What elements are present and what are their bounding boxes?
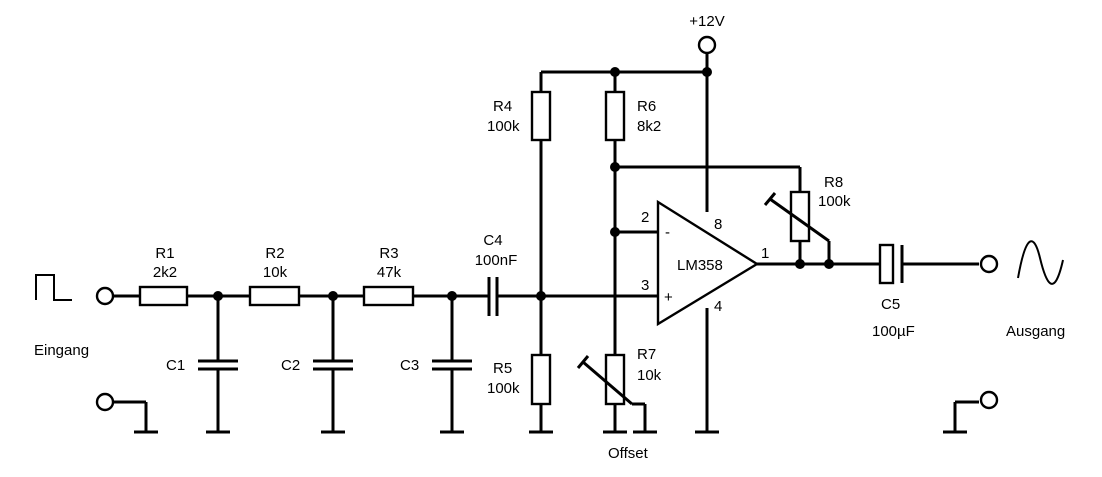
input-terminal <box>95 286 115 306</box>
output-label: Ausgang <box>1006 323 1065 340</box>
sine-wave-icon <box>1017 240 1064 285</box>
r3-name: R3 <box>379 245 398 262</box>
pin-3-label: 3 <box>641 277 649 294</box>
output-terminal <box>979 254 999 274</box>
r5-name: R5 <box>493 360 512 377</box>
pin-2-label: 2 <box>641 209 649 226</box>
r4-value: 100k <box>487 118 520 135</box>
c5-value: 100µF <box>872 323 915 340</box>
resistor-r4 <box>530 90 552 142</box>
resistor-r6 <box>604 90 626 142</box>
c3-name: C3 <box>400 357 419 374</box>
wires <box>113 53 979 434</box>
opamp-name: LM358 <box>677 257 723 274</box>
c5-name: C5 <box>881 296 900 313</box>
c2-name: C2 <box>281 357 300 374</box>
r1-name: R1 <box>155 245 174 262</box>
supply-label: +12V <box>689 13 724 30</box>
potentiometer-r7 <box>576 353 633 406</box>
square-wave-icon <box>35 274 72 301</box>
capacitor-c3 <box>432 359 472 371</box>
r6-name: R6 <box>637 98 656 115</box>
capacitor-c1 <box>198 359 238 371</box>
r2-name: R2 <box>265 245 284 262</box>
pin-4-label: 4 <box>714 298 722 315</box>
c4-name: C4 <box>483 232 502 249</box>
r3-value: 47k <box>377 264 402 281</box>
r7-name: R7 <box>637 346 656 363</box>
r5-value: 100k <box>487 380 520 397</box>
resistor-r2 <box>248 285 301 307</box>
output-ground-terminal <box>979 390 999 410</box>
capacitor-c4 <box>487 277 499 316</box>
electrolytic-capacitor-c5 <box>878 243 904 285</box>
supply-terminal <box>697 35 717 55</box>
potentiometer-r8 <box>763 190 830 243</box>
offset-label: Offset <box>608 445 649 462</box>
c4-value: 100nF <box>475 252 518 269</box>
resistor-r1 <box>138 285 189 307</box>
minus-sign: - <box>665 224 670 241</box>
r6-value: 8k2 <box>637 118 661 135</box>
r8-value: 100k <box>818 193 851 210</box>
input-label: Eingang <box>34 342 89 359</box>
r4-name: R4 <box>493 98 512 115</box>
opamp-lm358 <box>656 199 760 327</box>
capacitor-c2 <box>313 359 353 371</box>
r7-value: 10k <box>637 367 662 384</box>
pin-8-label: 8 <box>714 216 722 233</box>
resistor-r5 <box>530 353 552 406</box>
c1-name: C1 <box>166 357 185 374</box>
pin-1-label: 1 <box>761 245 769 262</box>
input-ground-terminal <box>95 392 115 412</box>
r1-value: 2k2 <box>153 264 177 281</box>
r8-name: R8 <box>824 174 843 191</box>
plus-sign: + <box>664 289 673 306</box>
resistor-r3 <box>362 285 415 307</box>
r2-value: 10k <box>263 264 288 281</box>
junction-dots <box>213 67 834 301</box>
